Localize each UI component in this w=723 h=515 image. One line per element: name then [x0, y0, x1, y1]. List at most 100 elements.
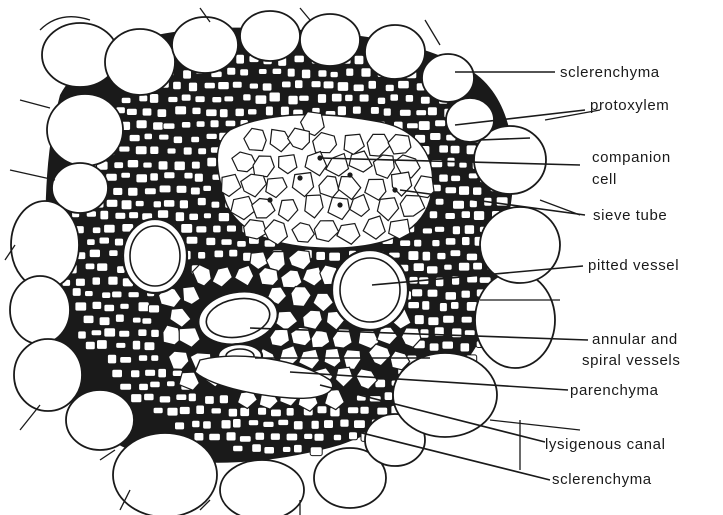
sclerenchyma-cell [361, 68, 371, 78]
sclerenchyma-cell [75, 278, 85, 286]
sclerenchyma-cell [295, 80, 304, 89]
sclerenchyma-cell [120, 383, 132, 390]
sclerenchyma-cell [473, 211, 484, 221]
sclerenchyma-cell [443, 315, 455, 323]
sclerenchyma-cell [138, 355, 147, 362]
companion-cell [347, 172, 352, 177]
sclerenchyma-cell [429, 211, 438, 219]
sclerenchyma-cell [184, 172, 193, 179]
sclerenchyma-cell [464, 225, 474, 235]
sclerenchyma-cell [340, 419, 349, 427]
sclerenchyma-cell [360, 406, 369, 414]
sclerenchyma-cell [167, 407, 178, 416]
sclerenchyma-cell [212, 97, 222, 103]
sclerenchyma-cell [359, 94, 369, 102]
sclerenchyma-cell [144, 393, 155, 401]
sclerenchyma-cell [333, 434, 341, 441]
sclerenchyma-cell [316, 251, 326, 260]
sclerenchyma-cell [400, 240, 411, 247]
sclerenchyma-cell [299, 95, 310, 101]
sclerenchyma-cell [435, 120, 446, 127]
sclerenchyma-cell [233, 445, 243, 451]
sclerenchyma-cell [439, 303, 447, 312]
sclerenchyma-cell [194, 173, 203, 182]
sclerenchyma-cell [89, 249, 100, 258]
parenchyma-cell [259, 267, 279, 285]
sclerenchyma-cell [416, 110, 427, 116]
sclerenchyma-cell [337, 106, 346, 116]
sclerenchyma-cell [120, 357, 132, 364]
sclerenchyma-cell [412, 289, 423, 297]
sclerenchyma-cell [458, 262, 469, 271]
sclerenchyma-cell [282, 81, 292, 88]
sclerenchyma-cell [407, 123, 419, 129]
sclerenchyma-cell [135, 146, 147, 155]
sclerenchyma-cell [207, 157, 217, 167]
sclerenchyma-cell [206, 109, 218, 117]
label-sieve-tube: sieve tube [593, 207, 667, 224]
sclerenchyma-cell [271, 409, 282, 417]
sclerenchyma-cell [104, 328, 116, 337]
sclerenchyma-cell [214, 250, 224, 258]
sclerenchyma-cell [87, 239, 96, 246]
sclerenchyma-cell [206, 237, 216, 245]
sclerenchyma-cell [323, 81, 334, 89]
sclerenchyma-cell [264, 447, 275, 455]
sclerenchyma-cell [314, 433, 324, 441]
sclerenchyma-cell [203, 421, 212, 429]
sclerenchyma-cell [445, 238, 456, 246]
sclerenchyma-cell [113, 187, 123, 195]
sclerenchyma-cell [233, 419, 242, 429]
sclerenchyma-cell [221, 239, 232, 246]
label-sclerenchyma-top: sclerenchyma [560, 64, 660, 81]
sclerenchyma-cell [439, 174, 449, 182]
sclerenchyma-cell [115, 314, 124, 322]
sclerenchyma-cell [427, 107, 437, 116]
sclerenchyma-cell [175, 106, 187, 115]
sclerenchyma-cell [175, 422, 185, 430]
sclerenchyma-cell [131, 394, 142, 403]
sclerenchyma-cell [148, 305, 159, 313]
sclerenchyma-cell [144, 342, 155, 351]
sclerenchyma-cell [414, 315, 424, 325]
sclerenchyma-cell [311, 420, 319, 429]
sclerenchyma-cell [150, 381, 161, 388]
sclerenchyma-cell [280, 106, 289, 116]
sclerenchyma-cell [198, 148, 207, 155]
sclerenchyma-cell [153, 122, 164, 130]
sclerenchyma-cell [422, 301, 430, 311]
pitted-vessel-left [123, 219, 187, 293]
sclerenchyma-cell [239, 436, 251, 443]
sclerenchyma-cell [196, 226, 207, 233]
sclerenchyma-cell [304, 433, 313, 439]
sclerenchyma-cell [288, 95, 298, 105]
sclerenchyma-cell [317, 406, 327, 414]
sclerenchyma-cell [114, 238, 123, 246]
label-protoxylem: protoxylem [590, 97, 669, 114]
sclerenchyma-cell [329, 252, 341, 261]
sclerenchyma-cell [138, 302, 149, 312]
sclerenchyma-cell [461, 290, 470, 298]
sclerenchyma-cell [218, 213, 229, 222]
sclerenchyma-cell [91, 330, 102, 336]
sclerenchyma-cell [99, 237, 110, 244]
sclerenchyma-cell [75, 302, 87, 311]
sclerenchyma-cell [255, 95, 267, 105]
sclerenchyma-cell [114, 162, 124, 169]
sclerenchyma-cell [435, 198, 444, 205]
sclerenchyma-cell [461, 211, 470, 219]
sclerenchyma-cell [115, 212, 126, 219]
sclerenchyma-cell [286, 408, 294, 417]
sclerenchyma-cell [444, 264, 453, 270]
label-lysigenous-canal: lysigenous canal [545, 436, 666, 453]
sclerenchyma-cell [159, 134, 169, 140]
sclerenchyma-cell [269, 92, 280, 102]
sclerenchyma-cell [203, 213, 211, 219]
sclerenchyma-cell [197, 197, 206, 205]
sclerenchyma-cell [195, 96, 205, 103]
sclerenchyma-cell [226, 432, 236, 441]
sclerenchyma-cell [149, 94, 158, 104]
sclerenchyma-cell [442, 341, 454, 349]
sclerenchyma-cell [121, 200, 132, 210]
